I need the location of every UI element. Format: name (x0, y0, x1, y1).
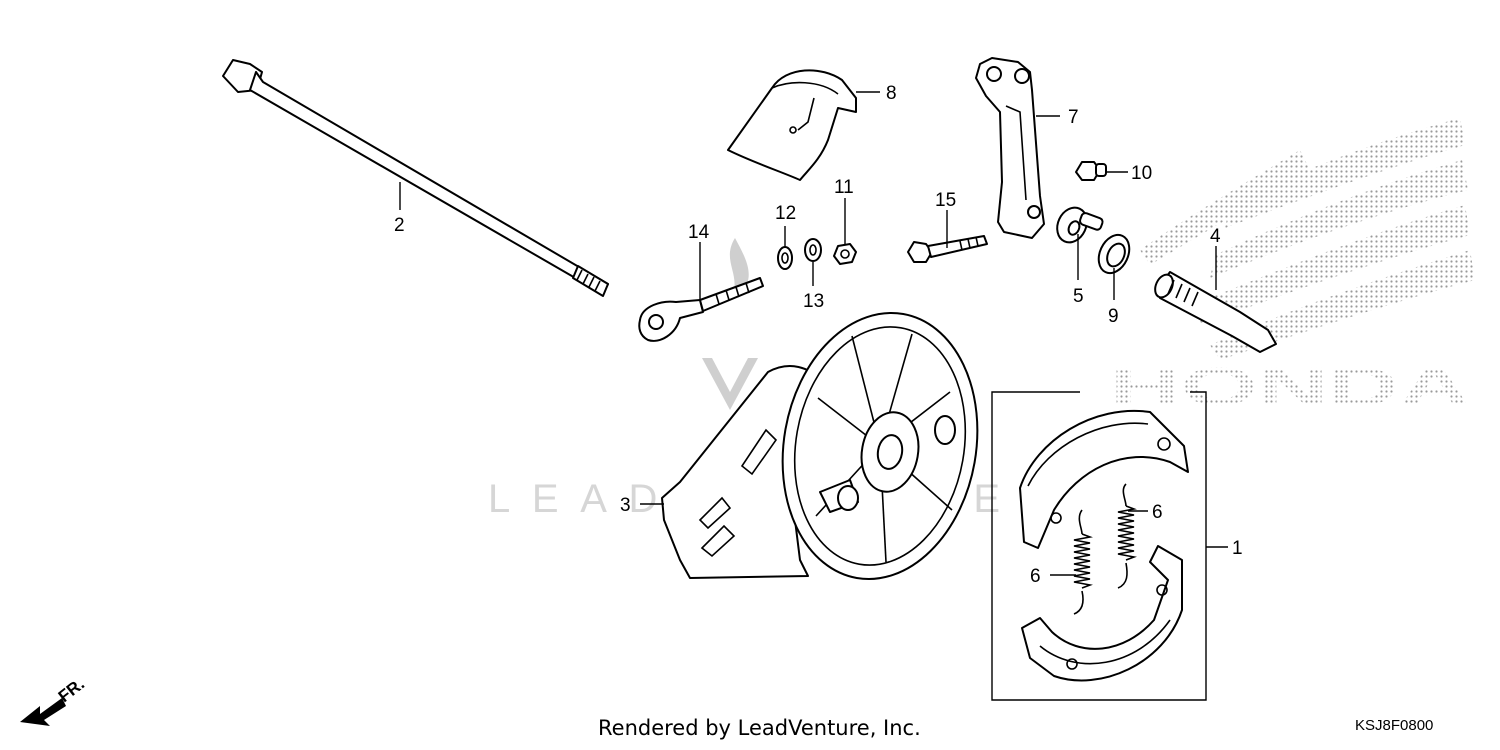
bolt-10-part[interactable] (1075, 161, 1107, 181)
front-direction-arrow-icon: FR. (20, 674, 88, 726)
brake-shoe-lower-part[interactable] (1021, 545, 1183, 682)
callout-9: 9 (1108, 306, 1119, 327)
svg-text:HONDA: HONDA (1110, 357, 1470, 417)
callout-3: 3 (620, 495, 631, 516)
callout-7: 7 (1068, 107, 1079, 128)
callout-8: 8 (886, 83, 897, 104)
brake-cam-part[interactable] (1152, 271, 1277, 353)
callout-11: 11 (834, 177, 854, 198)
wear-indicator-plate-part[interactable] (1052, 203, 1104, 247)
brake-arm-part[interactable] (975, 57, 1045, 239)
callout-leaders (399, 91, 1228, 576)
rear-axle-part[interactable] (222, 59, 609, 297)
brake-panel-part[interactable] (661, 297, 998, 594)
callout-6: 6 (1152, 502, 1163, 523)
bolt-15-part[interactable] (907, 235, 988, 263)
callout-5: 5 (1073, 286, 1084, 307)
brake-shoe-spring-part[interactable] (1073, 509, 1093, 615)
callout-14: 14 (688, 222, 710, 243)
callout-4: 4 (1210, 226, 1221, 247)
callout-12: 12 (775, 203, 796, 224)
callout-labels: 1 2 3 4 5 6 6 7 8 9 10 11 12 13 14 15 (394, 83, 1243, 587)
brake-arm-cover-part[interactable] (727, 69, 857, 181)
callout-15: 15 (935, 190, 956, 211)
honda-wordmark-watermark: HONDA (1110, 357, 1470, 417)
diagram-code: KSJ8F0800 (1355, 717, 1434, 734)
honda-wing-watermark (1140, 118, 1475, 360)
callout-2: 2 (394, 215, 405, 236)
brake-shoe-upper-part[interactable] (1019, 409, 1189, 549)
brake-shoe-set-box (991, 391, 1207, 701)
callout-1: 1 (1232, 538, 1243, 559)
callout-13: 13 (803, 291, 824, 312)
nut-11-part[interactable] (833, 243, 857, 265)
callout-6: 6 (1030, 566, 1041, 587)
brake-shoe-spring-part[interactable] (1117, 483, 1137, 589)
chain-adjuster-part[interactable] (638, 277, 764, 342)
callout-10: 10 (1131, 163, 1152, 184)
felt-seal-part[interactable] (1093, 230, 1135, 278)
washer-12-part[interactable] (777, 246, 793, 270)
render-credit: Rendered by LeadVenture, Inc. (598, 716, 921, 740)
lock-washer-13-part[interactable] (804, 238, 822, 262)
